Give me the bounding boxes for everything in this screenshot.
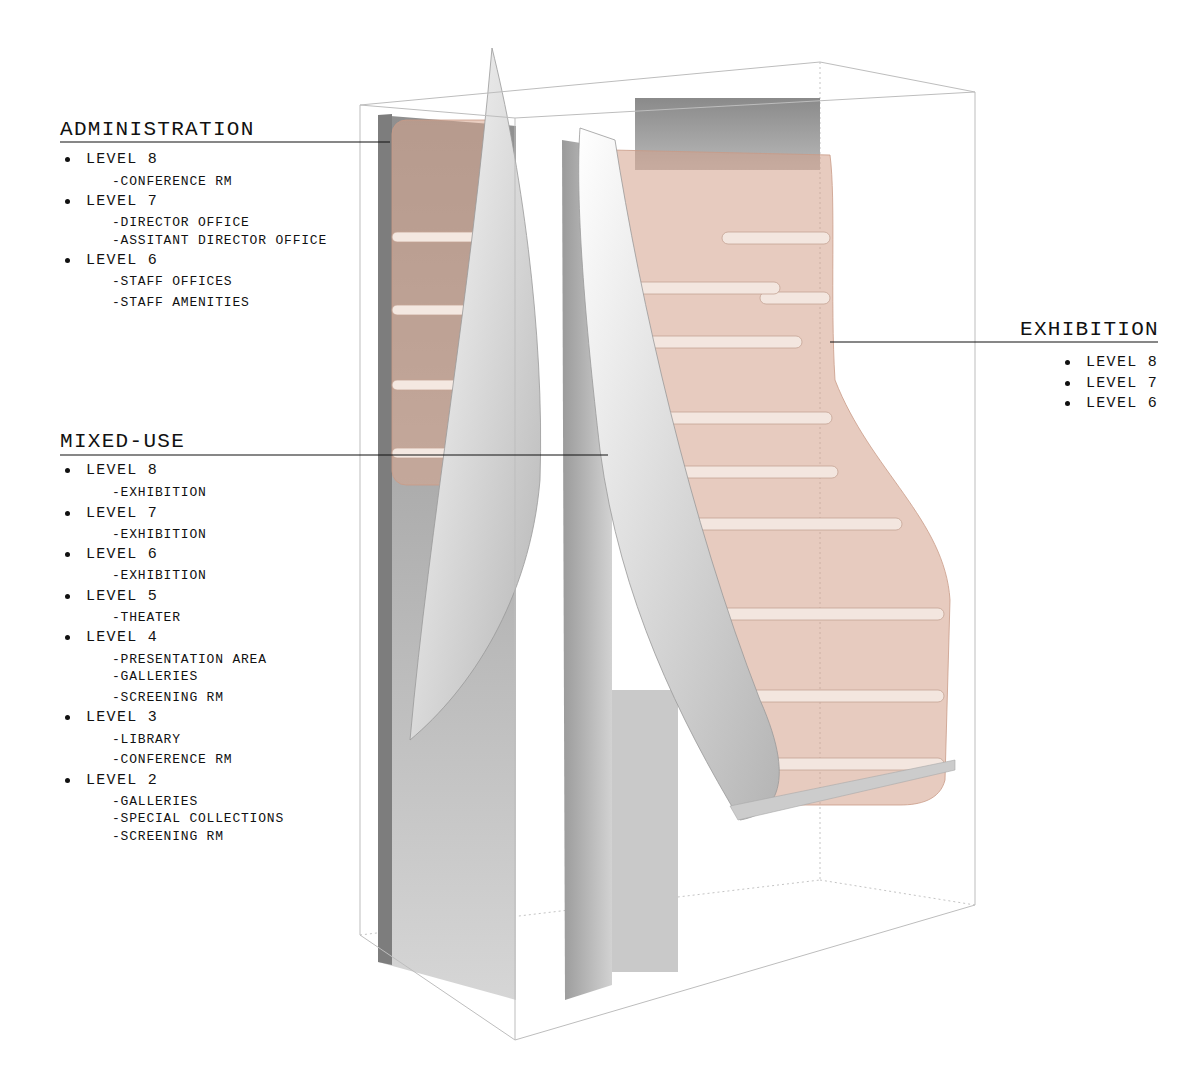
leader-lines (60, 142, 1158, 455)
level-item: LEVEL 8 (86, 152, 158, 167)
box-edge (360, 935, 515, 1040)
box-edge (360, 62, 975, 118)
level-item: LEVEL 3 (86, 710, 158, 725)
program-item: -CONFERENCE RM (112, 175, 232, 188)
bounding-box (360, 62, 975, 1040)
bullet-dot (65, 635, 70, 640)
program-item: -PRESENTATION AREA (112, 653, 267, 666)
program-item: -EXHIBITION (112, 486, 207, 499)
program-item: -SPECIAL COLLECTIONS (112, 812, 284, 825)
floor-slab (722, 232, 830, 244)
level-item: LEVEL 8 (86, 463, 158, 478)
leader-line (60, 454, 608, 455)
twisted-wall (579, 128, 780, 820)
bullet-dot (65, 552, 70, 557)
level-item: LEVEL 7 (86, 506, 158, 521)
level-item: LEVEL 6 (1086, 396, 1158, 411)
box-edge (975, 92, 976, 905)
callout-heading: EXHIBITION (1020, 319, 1159, 340)
program-item: -SCREENING RM (112, 830, 224, 843)
bullet-dot (65, 468, 70, 473)
bullet-dot (65, 778, 70, 783)
program-item: -DIRECTOR OFFICE (112, 216, 250, 229)
leader-line (830, 341, 1158, 342)
program-item: -EXHIBITION (112, 569, 207, 582)
program-item: -CONFERENCE RM (112, 753, 232, 766)
level-item: LEVEL 7 (1086, 376, 1158, 391)
bullet-dot (65, 157, 70, 162)
program-item: -THEATER (112, 611, 181, 624)
program-item: -STAFF OFFICES (112, 275, 232, 288)
twisted-wall (410, 48, 541, 740)
box-edge (515, 905, 975, 1040)
bullet-dot (65, 594, 70, 599)
admin-wall-edge (378, 114, 392, 965)
level-item: LEVEL 6 (86, 547, 158, 562)
program-item: -EXHIBITION (112, 528, 207, 541)
program-item: -LIBRARY (112, 733, 181, 746)
program-item: -SCREENING RM (112, 691, 224, 704)
program-item: -STAFF AMENITIES (112, 296, 250, 309)
base-plate (730, 760, 955, 820)
level-item: LEVEL 4 (86, 630, 158, 645)
hidden-edge (820, 880, 975, 905)
core-column (612, 690, 678, 972)
callout-heading: ADMINISTRATION (60, 119, 255, 140)
bullet-dot (65, 511, 70, 516)
bullet-dot (1065, 360, 1070, 365)
box-edge (515, 118, 516, 1040)
level-item: LEVEL 6 (86, 253, 158, 268)
leader-line (60, 141, 390, 142)
bullet-dot (1065, 401, 1070, 406)
level-item: LEVEL 5 (86, 589, 158, 604)
level-item: LEVEL 8 (1086, 355, 1158, 370)
bullet-dot (65, 715, 70, 720)
bullet-dot (1065, 381, 1070, 386)
program-item: -ASSITANT DIRECTOR OFFICE (112, 234, 327, 247)
box-edge (360, 105, 361, 935)
program-item: -GALLERIES (112, 795, 198, 808)
bullet-dot (65, 258, 70, 263)
callout-heading: MIXED-USE (60, 431, 185, 452)
level-item: LEVEL 7 (86, 194, 158, 209)
level-item: LEVEL 2 (86, 773, 158, 788)
bullet-dot (65, 199, 70, 204)
program-item: -GALLERIES (112, 670, 198, 683)
